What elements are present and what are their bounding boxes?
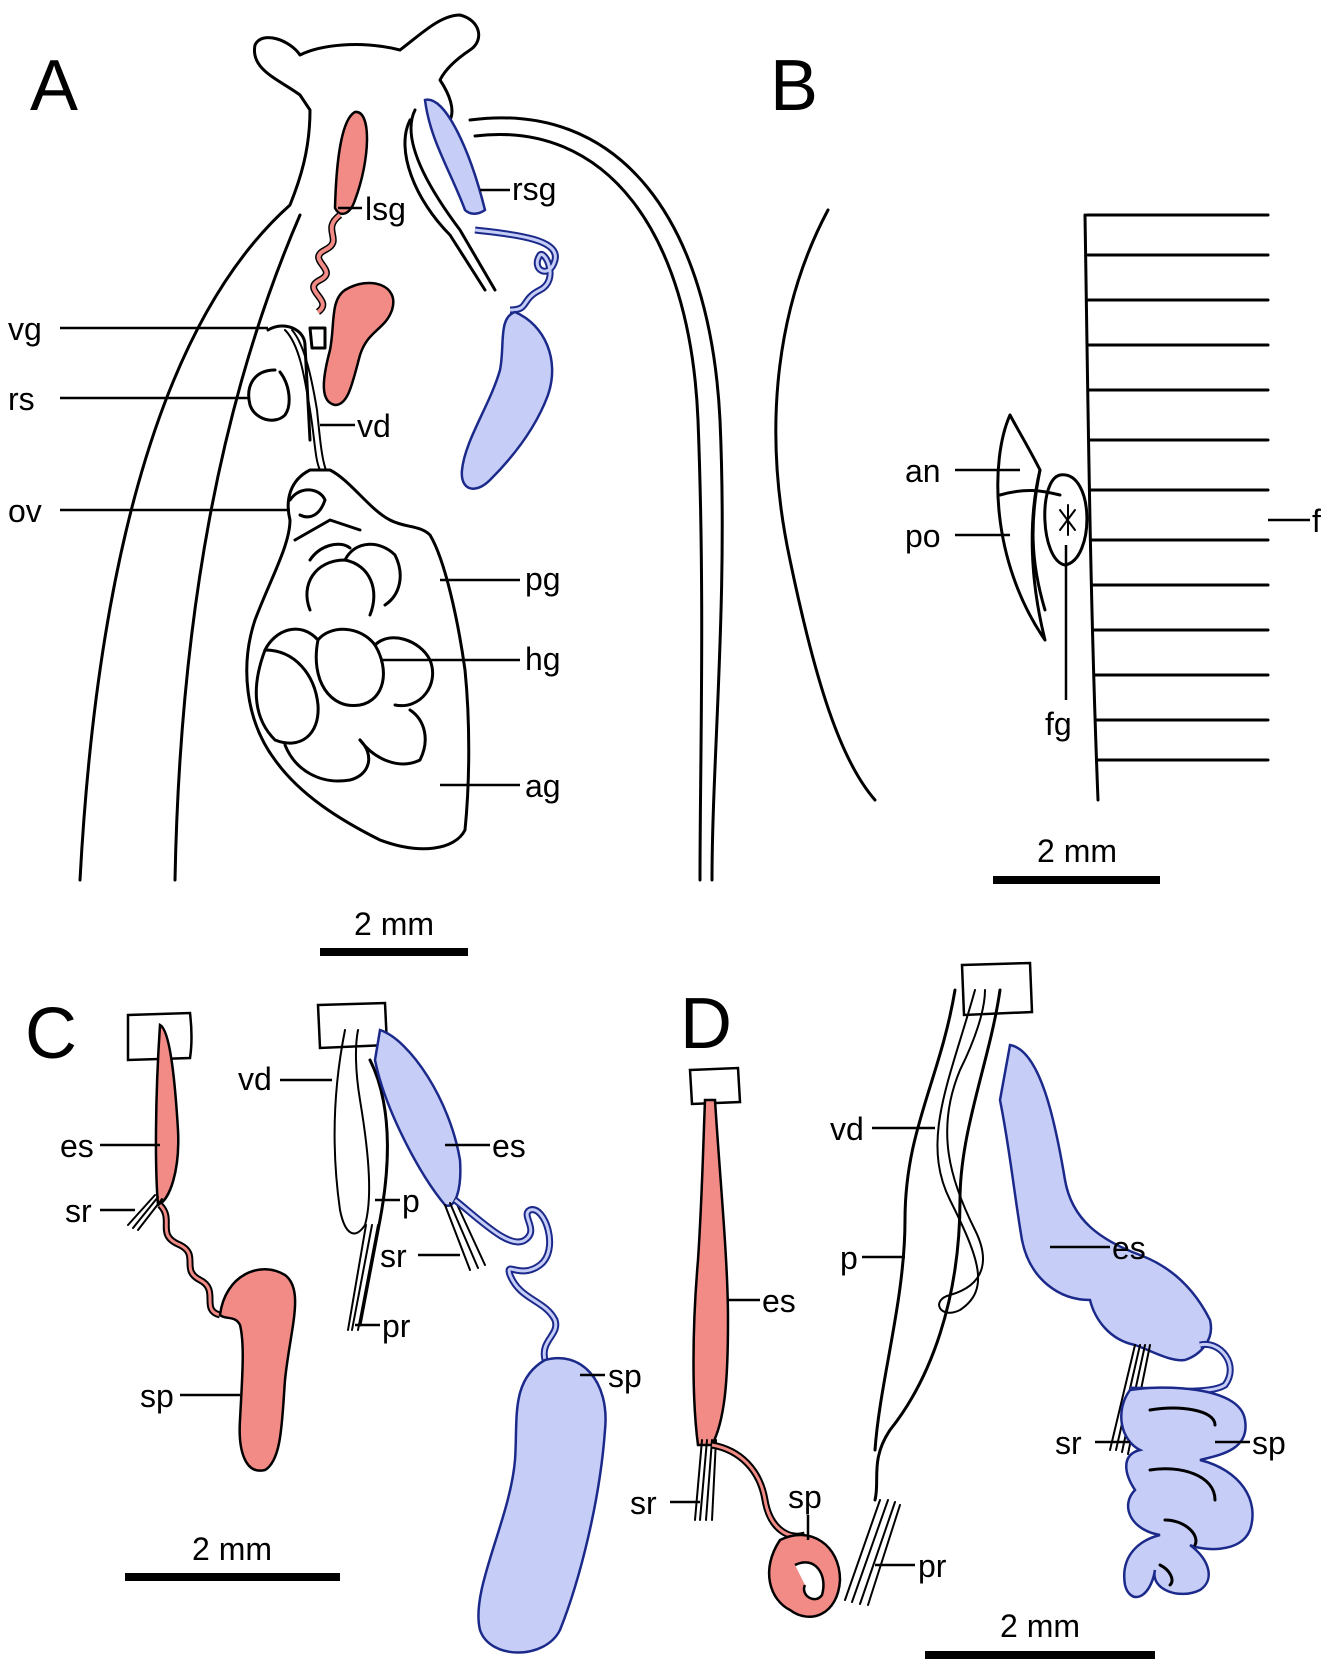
left-salivary-gland — [324, 283, 393, 405]
label-fg: fg — [1045, 706, 1072, 742]
body-outline-inner — [175, 215, 300, 880]
label-es-d-right: es — [1112, 1230, 1146, 1266]
label-sr-c-right: sr — [380, 1238, 407, 1274]
label-p-c: p — [402, 1183, 420, 1219]
sr-left-d-fibers — [695, 1440, 716, 1520]
label-ag: ag — [525, 768, 561, 804]
label-es-c-right: es — [492, 1128, 526, 1164]
label-ov: ov — [8, 493, 42, 529]
pore-star — [1060, 505, 1075, 535]
panel-a: A — [8, 15, 722, 952]
label-hg: hg — [525, 641, 561, 677]
label-sp-d-right: sp — [1252, 1425, 1286, 1461]
receptaculum — [249, 370, 289, 420]
label-vd-c: vd — [238, 1061, 272, 1097]
vaginal-gland — [268, 326, 310, 440]
esophagus-blue-d — [1000, 1045, 1211, 1360]
ovotestis — [290, 490, 325, 517]
right-salivary-gland — [462, 312, 552, 489]
scale-label-a: 2 mm — [354, 906, 434, 942]
panel-letter-b: B — [770, 46, 818, 126]
scale-label-d: 2 mm — [1000, 1608, 1080, 1644]
anal-opening — [998, 415, 1045, 640]
label-f: f — [1312, 503, 1321, 539]
label-sr-d-left: sr — [630, 1485, 657, 1521]
label-p-d: p — [840, 1240, 858, 1276]
duct-coil-blue-c-fill — [455, 1200, 556, 1360]
label-sr-c-left: sr — [65, 1193, 92, 1229]
label-pr-d: pr — [918, 1548, 947, 1584]
pr-d-fibers — [845, 1500, 900, 1605]
small-cap — [310, 328, 325, 348]
label-es-d-left: es — [762, 1283, 796, 1319]
body-wall-right-inner — [475, 134, 702, 880]
pneumostome — [1000, 470, 1060, 610]
leaders-a — [60, 190, 520, 785]
hermaphrodite-gland-lobes — [256, 520, 432, 781]
label-sr-d-right: sr — [1055, 1425, 1082, 1461]
label-es-c-left: es — [60, 1128, 94, 1164]
label-po: po — [905, 518, 941, 554]
label-rsg: rsg — [512, 171, 556, 207]
label-vd-d: vd — [830, 1111, 864, 1147]
label-sp-c-right: sp — [608, 1358, 642, 1394]
label-pg: pg — [525, 561, 561, 597]
spermatheca-blue-d — [1121, 1388, 1252, 1597]
body-edge-b — [776, 210, 875, 800]
tissue-block-d-left — [690, 1068, 740, 1104]
panel-c: C vd es sr es — [25, 994, 642, 1653]
label-sp-d-left: sp — [788, 1479, 822, 1515]
label-vd-a: vd — [357, 408, 391, 444]
panel-b: B an po f fg — [770, 46, 1321, 880]
penis-c — [360, 1060, 387, 1325]
scale-label-c: 2 mm — [192, 1531, 272, 1567]
vas-deferens-c — [335, 1030, 370, 1233]
esophagus-blue-c — [375, 1030, 460, 1206]
panel-letter-c: C — [25, 994, 77, 1074]
label-pr-c: pr — [382, 1308, 411, 1344]
label-lsg: lsg — [365, 191, 406, 227]
panel-letter-d: D — [680, 984, 732, 1064]
label-vg: vg — [8, 311, 42, 347]
label-an: an — [905, 453, 941, 489]
left-salivary-duct — [335, 112, 367, 214]
foot-stripes — [1087, 215, 1268, 760]
body-outline — [80, 15, 479, 880]
tissue-block-c-right — [318, 1003, 387, 1048]
esophagus-red-d — [694, 1100, 729, 1445]
label-rs: rs — [8, 381, 35, 417]
right-salivary-coil-fill — [475, 230, 555, 310]
right-salivary-duct — [425, 100, 485, 214]
duct-coil-blue-c — [455, 1200, 556, 1360]
label-sp-c-left: sp — [140, 1378, 174, 1414]
scale-label-b: 2 mm — [1037, 833, 1117, 869]
spermatheca-red-c — [220, 1269, 295, 1470]
panel-letter-a: A — [30, 46, 78, 126]
spermatheca-blue-c — [478, 1358, 605, 1652]
panel-d: D vd p es — [630, 963, 1286, 1655]
